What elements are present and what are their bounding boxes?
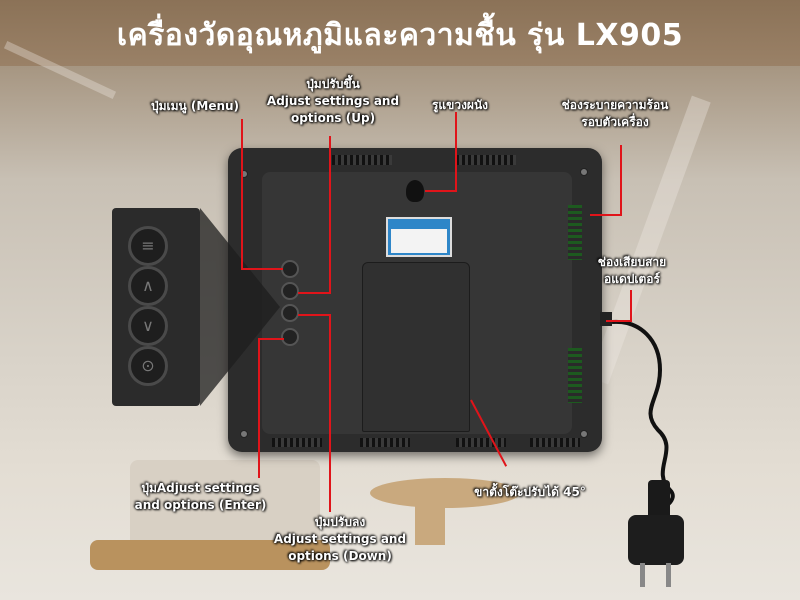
pointer-line-down xyxy=(298,314,331,316)
pointer-line-vent xyxy=(590,214,622,216)
wall-mount-hole xyxy=(406,180,424,202)
pointer-line-menu xyxy=(241,119,243,269)
title-band xyxy=(0,0,800,66)
table-leg xyxy=(415,500,445,545)
label-down-english-line1: Adjust settings and xyxy=(273,532,407,546)
desk-stand[interactable] xyxy=(362,262,470,432)
label-adapter-line2: อแดปเตอร์ xyxy=(604,272,660,286)
screw-icon xyxy=(240,430,248,438)
pointer-line-up xyxy=(329,136,331,293)
chevron-down-icon: ∨ xyxy=(128,306,168,346)
pointer-line-enter xyxy=(258,338,260,478)
adapter-cable xyxy=(611,319,675,520)
sofa xyxy=(130,460,320,550)
label-enter-line1: ปุ่มAdjust settings xyxy=(141,481,260,495)
pointer-line-up xyxy=(298,292,331,294)
zoom-pointer xyxy=(200,208,280,406)
label-up-thai: ปุ่มปรับขึ้น xyxy=(306,77,360,91)
label-stand: ขาตั้งโต๊ะปรับได้ 45° xyxy=(474,485,586,499)
vent-bottom-4 xyxy=(530,438,580,447)
label-up-english: Adjust settings and options (Up) xyxy=(266,94,400,125)
label-vent-line1: ช่องระบายความร้อน xyxy=(561,98,669,112)
label-adapter-line1: ช่องเสียบสาย xyxy=(597,255,667,269)
chevron-up-icon: ∧ xyxy=(128,266,168,306)
pointer-line-wall-hole xyxy=(425,190,457,192)
vent-bottom-1 xyxy=(272,438,322,447)
enter-button[interactable] xyxy=(281,328,299,346)
label-wall-hole: รูแขวงผนัง xyxy=(431,98,489,112)
coffee-table xyxy=(370,478,520,508)
pointer-line-adapter xyxy=(630,290,632,322)
down-button[interactable] xyxy=(281,304,299,322)
pointer-line-down xyxy=(329,314,331,512)
up-button[interactable] xyxy=(281,282,299,300)
vent-side-upper xyxy=(568,205,582,260)
label-down-english-line2: options (Down) xyxy=(288,549,392,563)
menu-icon: ≡ xyxy=(128,226,168,266)
screw-icon xyxy=(580,430,588,438)
adapter-port[interactable] xyxy=(600,312,612,326)
pointer-line-adapter xyxy=(606,320,632,322)
screw-icon xyxy=(580,168,588,176)
label-vent-line2: รอบตัวเครื่อง xyxy=(581,115,649,129)
vent-bottom-2 xyxy=(360,438,410,447)
product-sticker xyxy=(386,217,452,257)
sofa-base xyxy=(90,540,330,570)
vent-top-left xyxy=(332,155,392,165)
label-enter-line2: and options (Enter) xyxy=(134,498,267,512)
vent-bottom-3 xyxy=(456,438,506,447)
pointer-line-wall-hole xyxy=(455,112,457,192)
pointer-line-vent xyxy=(620,145,622,215)
menu-button[interactable] xyxy=(281,260,299,278)
page-title: เครื่องวัดอุณหภูมิและความชื้น รุ่น LX905 xyxy=(116,18,684,53)
screw-icon xyxy=(240,170,248,178)
power-plug-icon xyxy=(628,515,684,587)
pointer-line-menu xyxy=(241,268,283,270)
label-down-thai: ปุ่มปรับลง xyxy=(314,515,366,529)
label-menu: ปุ่มเมนู (Menu) xyxy=(150,99,240,113)
pointer-line-enter xyxy=(258,338,284,340)
enter-icon: ⊙ xyxy=(128,346,168,386)
vent-top-right xyxy=(456,155,516,165)
vent-side-lower xyxy=(568,348,582,403)
